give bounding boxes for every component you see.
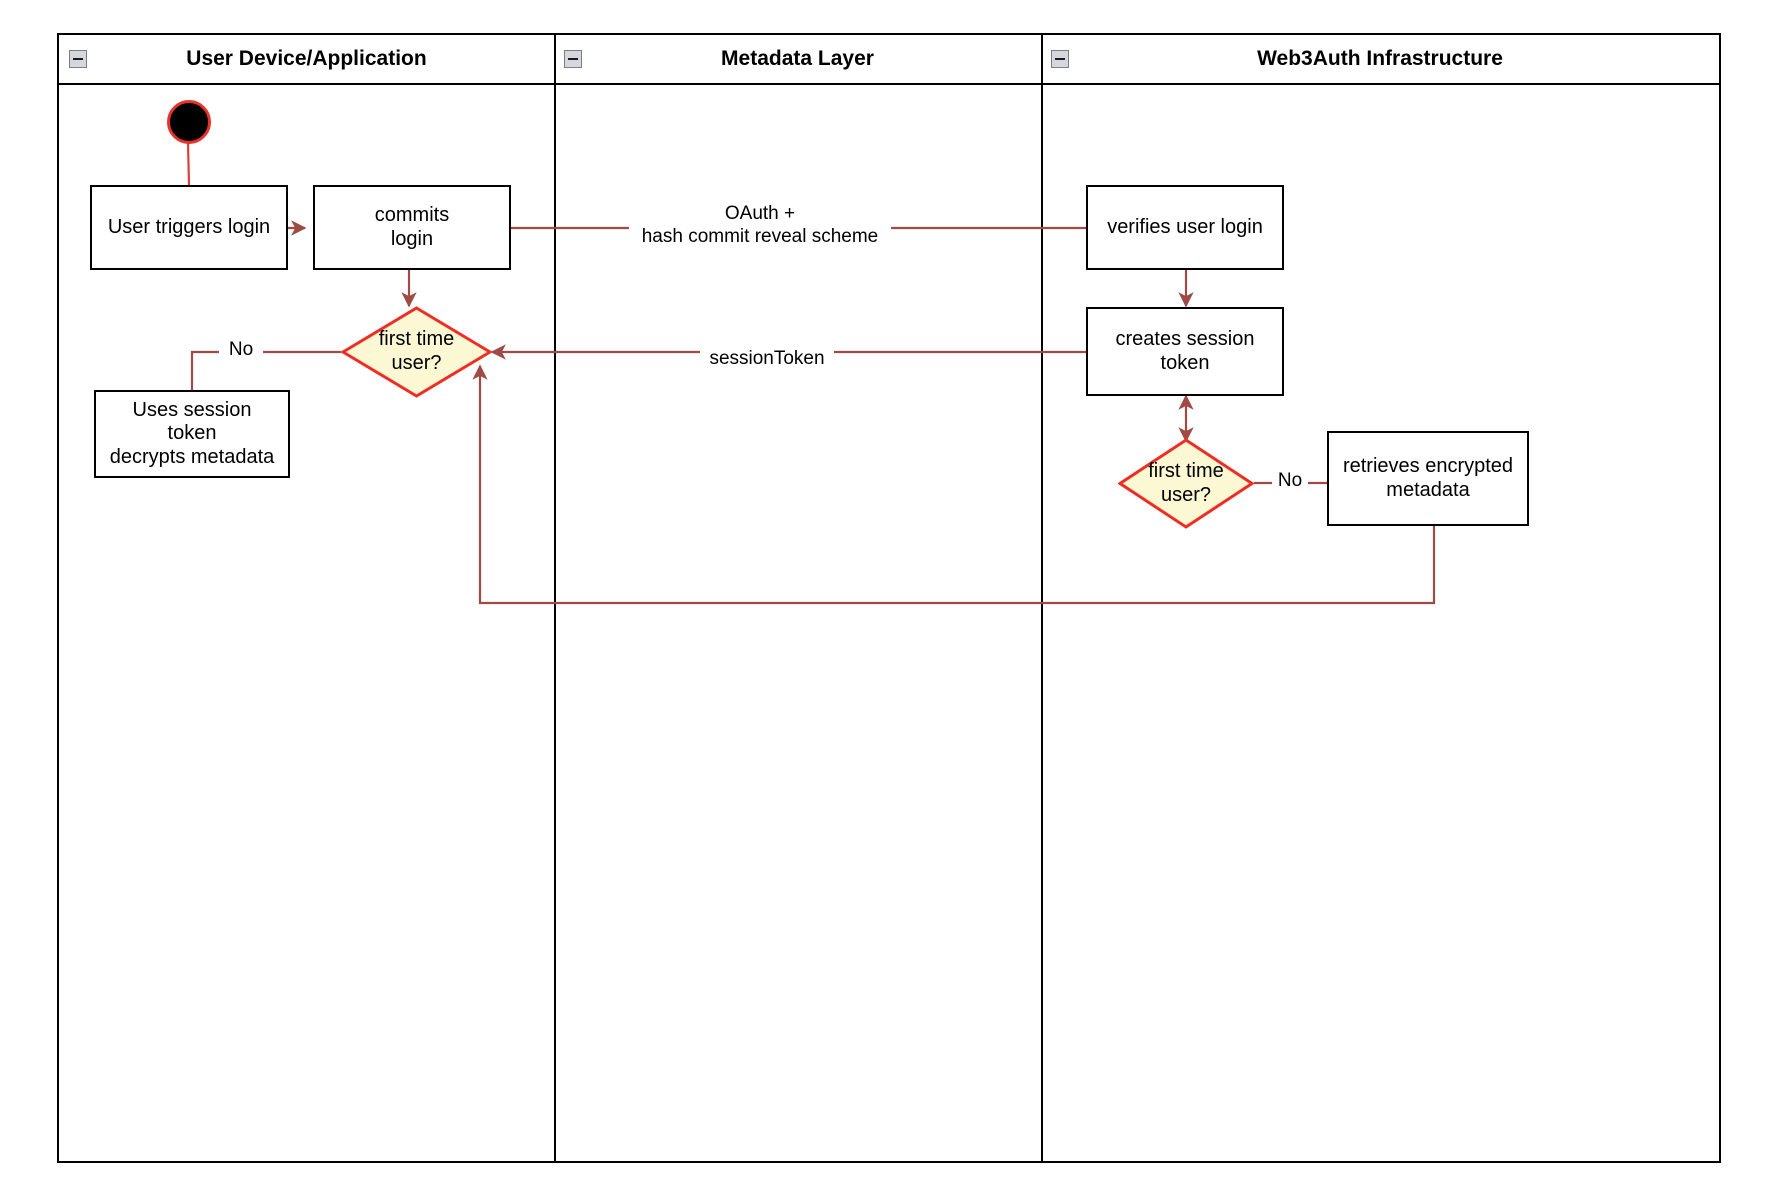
edge-label-oauth-line2: hash commit reveal scheme <box>641 225 879 247</box>
activity-label: User triggers login <box>107 215 271 238</box>
lane-title-user-device: User Device/Application <box>186 47 427 70</box>
decision-diamond-shape <box>341 306 492 398</box>
activity-label-line2: token <box>1160 351 1210 374</box>
lane-divider-2 <box>1041 35 1043 1161</box>
edge-label-oauth-line1: OAuth + <box>724 203 796 224</box>
activity-label-line2: metadata <box>1386 478 1470 501</box>
decision-first-time-user-right[interactable]: first time user? <box>1118 438 1254 529</box>
lane-title-metadata-layer: Metadata Layer <box>721 47 874 70</box>
activity-uses-session-token[interactable]: Uses session token decrypts metadata <box>94 390 290 478</box>
lane-title-web3auth: Web3Auth Infrastructure <box>1257 47 1503 70</box>
lane-header-metadata-layer[interactable]: Metadata Layer <box>554 35 1041 85</box>
initial-node[interactable] <box>167 100 211 144</box>
lane-header-user-device[interactable]: User Device/Application <box>59 35 554 85</box>
edge-label-no-left: No <box>219 339 263 362</box>
activity-retrieves-encrypted-metadata[interactable]: retrieves encrypted metadata <box>1327 431 1529 526</box>
activity-user-triggers-login[interactable]: User triggers login <box>90 185 288 270</box>
collapse-minus-icon[interactable] <box>69 50 87 68</box>
activity-label-line3: decrypts metadata <box>109 445 275 468</box>
edge-label-no-right: No <box>1272 470 1308 493</box>
activity-label-line2: login <box>390 227 434 250</box>
collapse-minus-icon[interactable] <box>564 50 582 68</box>
activity-label: verifies user login <box>1107 215 1263 238</box>
activity-label-line1: retrieves encrypted <box>1342 454 1514 477</box>
activity-label-line2: token <box>167 422 217 445</box>
activity-label-line1: Uses session <box>132 398 252 421</box>
activity-commits-login[interactable]: commits login <box>313 185 511 270</box>
edge-label-oauth: OAuth + hash commit reveal scheme <box>629 203 891 249</box>
activity-label-line1: commits <box>374 203 450 226</box>
decision-first-time-user-left[interactable]: first time user? <box>341 306 492 398</box>
decision-diamond-shape <box>1118 438 1254 529</box>
collapse-minus-icon[interactable] <box>1051 50 1069 68</box>
activity-label-line1: creates session <box>1115 327 1255 350</box>
activity-creates-session-token[interactable]: creates session token <box>1086 307 1284 396</box>
lane-divider-1 <box>554 35 556 1161</box>
edge-label-session-token: sessionToken <box>700 348 834 371</box>
activity-verifies-user-login[interactable]: verifies user login <box>1086 185 1284 270</box>
lane-header-web3auth[interactable]: Web3Auth Infrastructure <box>1041 35 1719 85</box>
